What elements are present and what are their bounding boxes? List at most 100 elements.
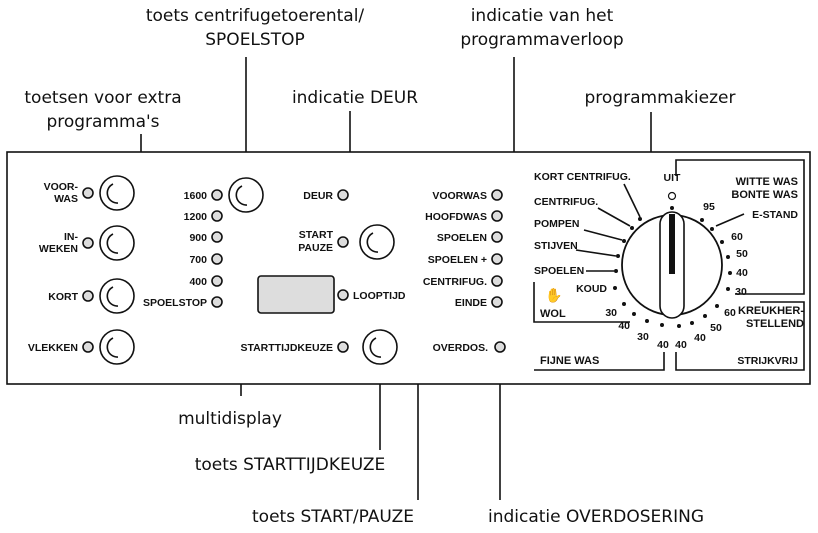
start-pause-key[interactable] <box>359 224 395 260</box>
voorwas-button[interactable]: VOOR- WAS <box>44 175 135 211</box>
spin-speed-button[interactable] <box>228 177 264 213</box>
start-time-key[interactable] <box>362 329 398 365</box>
wol-temp-40: 40 <box>618 320 630 332</box>
start-pause-button[interactable]: START PAUZE <box>298 224 395 260</box>
program-progress-group: VOORWAS HOOFDWAS SPOELEN SPOELEN + CENTR… <box>423 189 503 309</box>
phase-spoelen-label: SPOELEN <box>437 232 487 244</box>
dial-pompen-leader <box>583 229 623 241</box>
spin-speed-key-icon <box>235 185 248 206</box>
strijk-temp-40: 40 <box>675 339 687 351</box>
witte-temp-50-dot <box>726 255 730 259</box>
callout-extra-programs-line2: programma's <box>46 112 159 132</box>
fijne-was-label: FIJNE WAS <box>540 355 599 367</box>
fijne-temp-30: 30 <box>637 331 649 343</box>
inweken-button[interactable]: IN- WEKEN <box>39 225 135 261</box>
callout-extra-programs-line1: toetsen voor extra <box>24 88 181 108</box>
spin-700-led <box>211 253 223 265</box>
witte-temp-30-dot <box>726 287 730 291</box>
spin-1200-label: 1200 <box>184 211 208 223</box>
callout-door-indicator: indicatie DEUR <box>292 88 418 108</box>
callout-program-progress-line2: programmaverloop <box>460 30 623 50</box>
wol-label: WOL <box>540 308 566 320</box>
wol-hand-wash-icon: ✋ <box>545 287 562 304</box>
overdose-label: OVERDOS. <box>433 342 489 354</box>
vlekken-led <box>82 341 94 353</box>
phase-centrifug-label: CENTRIFUG. <box>423 276 487 288</box>
spin-1200-led <box>211 210 223 222</box>
dial-centrifug-leader <box>597 207 631 227</box>
inweken-key-icon <box>106 233 119 254</box>
dial-spoelen-dot <box>614 269 618 273</box>
spin-900-led <box>211 231 223 243</box>
inweken-led <box>82 237 94 249</box>
dial-koud-label: KOUD <box>576 283 607 295</box>
multidisplay-group: LOOPTIJD <box>257 275 406 314</box>
inweken-key[interactable] <box>99 225 135 261</box>
dial-kort-centrifug-dot <box>638 217 642 221</box>
spin-speed-key[interactable] <box>228 177 264 213</box>
witte-temp-95-dot <box>700 218 704 222</box>
starttijdkeuze-label: STARTTIJDKEUZE <box>240 342 333 354</box>
kort-led <box>82 290 94 302</box>
witte-was-box <box>675 159 805 295</box>
witte-temp-60: 60 <box>731 231 743 243</box>
dial-stijven-dot <box>616 254 620 258</box>
phase-hoofdwas-led <box>491 210 503 222</box>
kreuk-label-line2: STELLEND <box>746 318 804 330</box>
kreuk-box <box>675 301 805 371</box>
start-pause-key-icon <box>366 232 379 253</box>
dial-pompen-dot <box>622 239 626 243</box>
vlekken-key[interactable] <box>99 329 135 365</box>
spin-1600-label: 1600 <box>184 190 208 202</box>
dial-uit-label: UIT <box>664 172 682 184</box>
phase-einde-led <box>491 296 503 308</box>
wol-temp-30: 30 <box>605 307 617 319</box>
callout-start-time-button: toets STARTTIJDKEUZE <box>195 455 386 475</box>
bonte-was-label: BONTE WAS <box>731 189 798 201</box>
fijne-temp-30-dot <box>645 319 649 323</box>
estand-label: E-STAND <box>752 209 798 221</box>
kort-button[interactable]: KORT <box>48 278 135 314</box>
callout-program-progress-line1: indicatie van het <box>471 6 614 26</box>
kreuk-temp-50: 50 <box>710 322 722 334</box>
inweken-label-line1: IN- <box>64 231 79 243</box>
phase-hoofdwas-label: HOOFDWAS <box>425 211 487 223</box>
phase-voorwas-label: VOORWAS <box>432 190 487 202</box>
start-time-button[interactable]: STARTTIJDKEUZE <box>240 329 398 365</box>
fijne-temp-40-dot <box>660 323 664 327</box>
dial-stijven-label: STIJVEN <box>534 240 578 252</box>
wol-temp-40-dot <box>632 312 636 316</box>
callout-overdose-indicator: indicatie OVERDOSERING <box>488 507 704 527</box>
program-selector[interactable]: UIT KORT CENTRIFUG. CENTRIFUG. POMPEN ST… <box>533 159 805 371</box>
dial-kort-centrifug-label: KORT CENTRIFUG. <box>534 171 631 183</box>
witte-temp-50: 50 <box>736 248 748 260</box>
spin-400-label: 400 <box>189 276 207 288</box>
spin-1600-led <box>211 189 223 201</box>
estand-leader <box>715 213 745 227</box>
strijk-temp-40-dot <box>677 324 681 328</box>
phase-einde-label: EINDE <box>455 297 487 309</box>
kort-key[interactable] <box>99 278 135 314</box>
witte-temp-95: 95 <box>703 201 715 213</box>
pauze-label: PAUZE <box>298 242 333 254</box>
kort-key-icon <box>106 286 119 307</box>
dial-kort-centrifug-leader <box>623 183 641 218</box>
phase-voorwas-led <box>491 189 503 201</box>
spoelstop-label: SPOELSTOP <box>143 297 207 309</box>
door-label: DEUR <box>303 190 333 202</box>
fijne-was-box <box>534 352 665 371</box>
looptijd-label: LOOPTIJD <box>353 290 406 302</box>
vlekken-button[interactable]: VLEKKEN <box>28 329 135 365</box>
vlekken-label: VLEKKEN <box>28 342 78 354</box>
voorwas-key[interactable] <box>99 175 135 211</box>
start-time-led <box>337 341 349 353</box>
phase-spoelen-plus-led <box>491 253 503 265</box>
looptijd-led <box>337 289 349 301</box>
kreuk-temp-60-dot <box>715 304 719 308</box>
dial-stijven-leader <box>575 249 617 257</box>
dial-uit-dot <box>670 206 674 210</box>
extra-program-buttons: VOOR- WAS IN- WEKEN KORT VLEKKEN <box>28 175 135 365</box>
kreuk-temp-50-dot <box>703 314 707 318</box>
inweken-label-line2: WEKEN <box>39 243 78 255</box>
